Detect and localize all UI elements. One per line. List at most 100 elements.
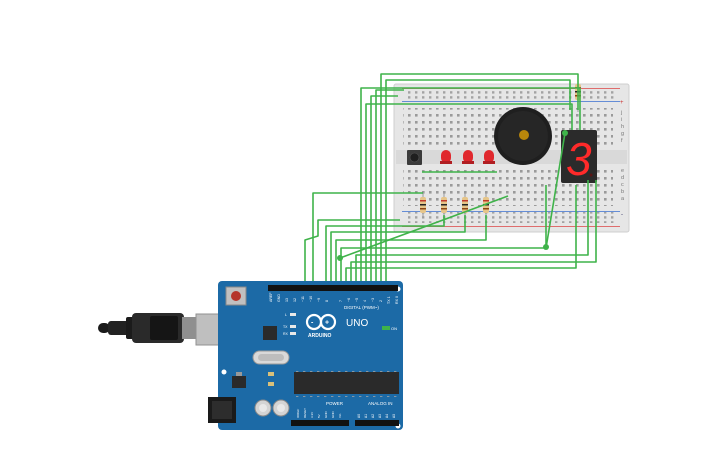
rail-plus-label: + (620, 100, 624, 106)
on-led (382, 326, 390, 330)
pin-label: RX 0 (395, 296, 399, 304)
digital-pin-labels: AREF GND 13 12 ~11 ~10 ~9 8 7 ~6 ~5 4 ~3… (269, 292, 399, 304)
pin-label: 13 (285, 298, 289, 302)
row-letter: g (621, 131, 624, 137)
voltage-regulator (232, 372, 246, 388)
row-letter: i (621, 117, 622, 123)
resistor-2[interactable] (441, 192, 447, 218)
wire[interactable] (304, 219, 400, 287)
analog-header[interactable] (355, 420, 399, 426)
wire[interactable] (370, 95, 398, 287)
atmega-chip (294, 369, 399, 397)
power-header[interactable] (291, 420, 349, 426)
pin-label: A3 (378, 414, 382, 418)
led-tx-label: TX (283, 325, 288, 329)
arduino-logo: - + (305, 313, 337, 331)
pin-label: 12 (293, 298, 297, 302)
row-letter: d (621, 175, 624, 181)
pin-label: RESET (303, 408, 307, 418)
crystal-oscillator (252, 350, 290, 365)
wire[interactable] (365, 103, 573, 287)
row-letter: c (621, 182, 624, 188)
pin-label: A5 (392, 414, 396, 418)
power-label: POWER (326, 401, 344, 406)
wire[interactable] (355, 180, 589, 287)
wire[interactable] (340, 185, 547, 287)
digital-label: DIGITAL (PWM~) (344, 305, 379, 310)
rail-minus-label: - (621, 212, 623, 218)
pin-label: 5V (317, 414, 321, 418)
analog-pin-labels: A0 A1 A2 A3 A4 A5 (357, 414, 396, 418)
usb-chip (263, 326, 277, 340)
wire-junction (562, 130, 568, 136)
reset-button[interactable] (225, 286, 247, 306)
power-jack[interactable] (208, 397, 236, 423)
pin-label: ~11 (301, 296, 305, 302)
wire[interactable] (375, 89, 404, 287)
pin-label: GND (324, 411, 328, 419)
usb-cable[interactable] (98, 313, 237, 346)
row-letter: b (621, 189, 624, 195)
pin-label: Vin (338, 413, 342, 418)
display-digit: 3 (566, 133, 592, 185)
wire[interactable] (350, 180, 597, 287)
analog-label: ANALOG IN (368, 401, 393, 406)
pin-label: ~9 (317, 298, 321, 302)
svg-text:-: - (311, 320, 314, 327)
on-label: ON (391, 326, 397, 331)
pin-label: ~5 (355, 298, 359, 302)
led-red-2[interactable] (462, 150, 474, 164)
row-letter: j (620, 110, 622, 116)
wire[interactable] (545, 132, 566, 249)
digital-header[interactable] (268, 285, 398, 291)
led-red-1[interactable] (440, 150, 452, 164)
pin-label: 7 (339, 300, 343, 302)
led-red-3[interactable] (483, 150, 495, 164)
pin-label: AREF (269, 292, 273, 302)
led-l-label: L (285, 313, 287, 317)
wire[interactable] (345, 185, 577, 287)
row-letter: f (621, 138, 623, 144)
row-letter: e (621, 168, 624, 174)
model-label: UNO (346, 318, 368, 329)
wire[interactable] (312, 192, 423, 287)
row-letter: a (621, 196, 625, 202)
pin-label: ~6 (347, 298, 351, 302)
seven-segment-display[interactable]: 3 (561, 130, 597, 185)
wire[interactable] (360, 87, 581, 287)
wire[interactable] (380, 73, 579, 287)
pin-label: 3.3V (310, 412, 314, 418)
pin-label: 2 (379, 300, 383, 302)
onboard-leds: L TX RX (283, 313, 296, 336)
pin-label: 4 (363, 300, 367, 302)
power-pin-labels: IOREF RESET 3.3V 5V GND GND Vin (296, 408, 342, 418)
pin-label: ~10 (309, 296, 313, 302)
brand-label: ARDUINO (308, 333, 331, 339)
pin-label: IOREF (296, 409, 300, 418)
wire-junction (543, 244, 549, 250)
wire[interactable] (325, 215, 445, 287)
resistor-3[interactable] (462, 192, 468, 218)
pin-label: GND (331, 411, 335, 419)
capacitors (254, 399, 290, 417)
push-button[interactable] (407, 150, 422, 165)
wire[interactable] (339, 195, 509, 259)
resistor-1[interactable] (420, 192, 426, 218)
led-rx-label: RX (283, 332, 289, 336)
pin-label: TX 1 (387, 296, 391, 304)
wire[interactable] (385, 79, 571, 287)
wire[interactable] (330, 215, 466, 287)
pin-label: A0 (357, 414, 361, 418)
pin-label: ~3 (371, 298, 375, 302)
wire[interactable] (335, 215, 487, 287)
wire-junction (337, 255, 343, 261)
pin-label: GND (277, 294, 281, 302)
pin-label: A1 (364, 414, 368, 418)
row-letter: h (621, 124, 624, 130)
pin-label: A2 (371, 414, 375, 418)
piezo-buzzer[interactable] (494, 107, 552, 165)
svg-text:+: + (325, 320, 329, 327)
pin-label: 8 (325, 300, 329, 302)
arduino-uno-board[interactable]: AREF GND 13 12 ~11 ~10 ~9 8 7 ~6 ~5 4 ~3… (208, 281, 403, 430)
